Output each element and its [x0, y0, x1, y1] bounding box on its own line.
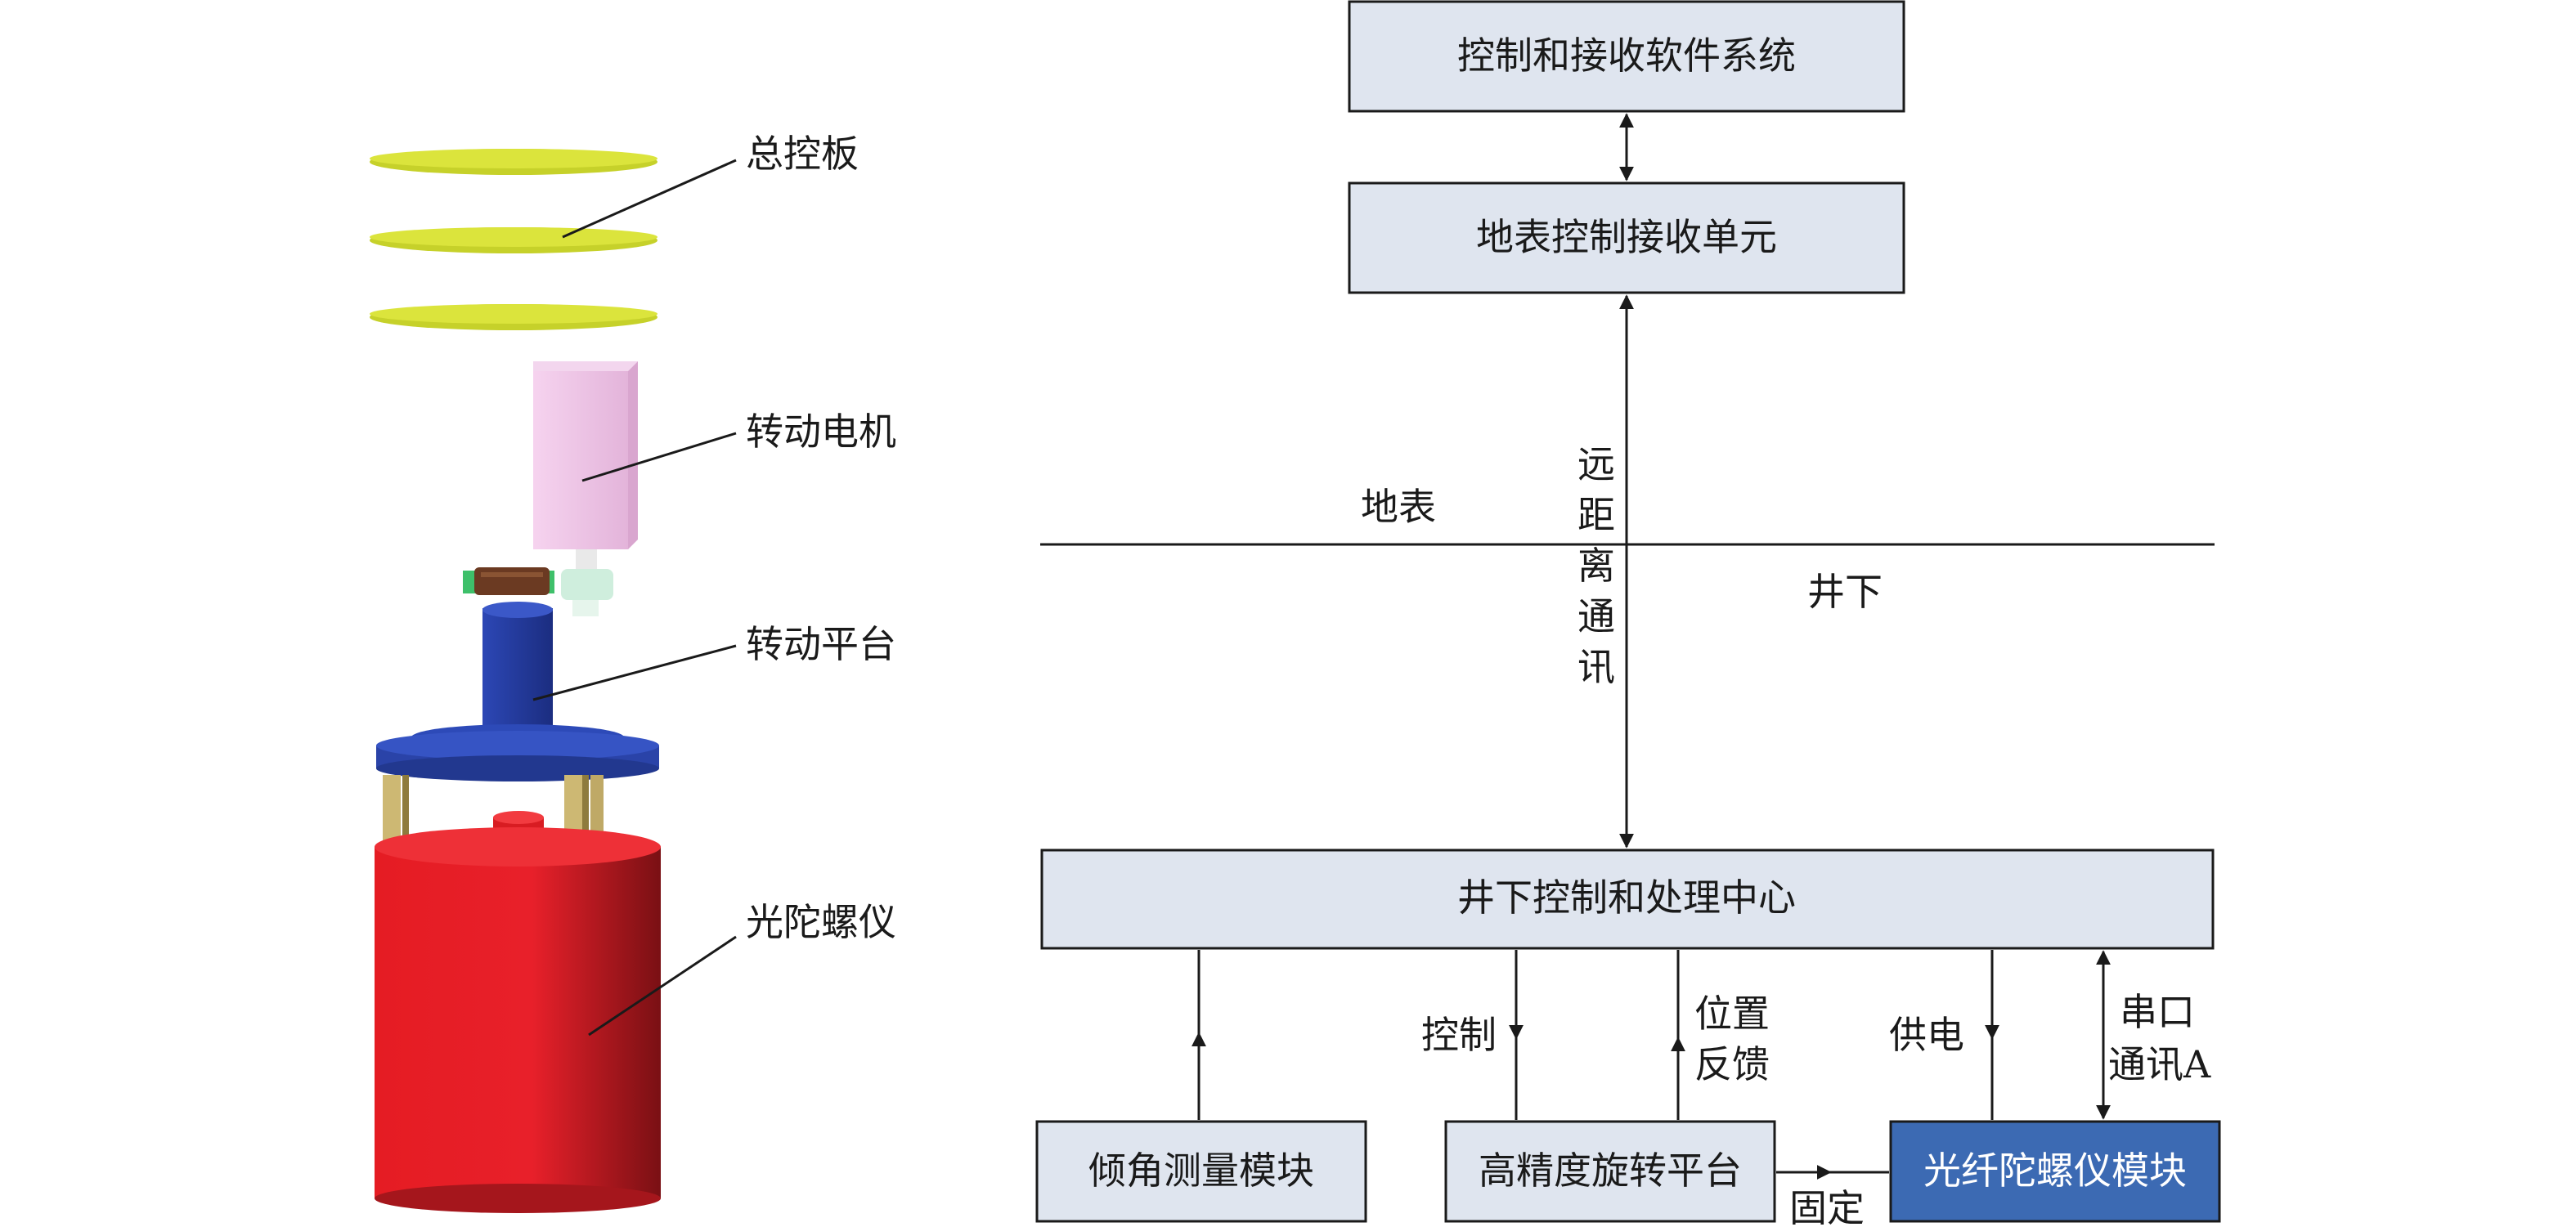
fixed-label: 固定: [1789, 1186, 1865, 1227]
coupling-gear: [463, 549, 613, 616]
connection-arrows: [1192, 113, 2111, 1180]
downhole-center-box: 井下控制和处理中心: [1040, 849, 2215, 950]
gyro-label: 光陀螺仪: [746, 900, 896, 944]
remote-char-2: 距: [1577, 493, 1615, 537]
tilt-module-box: 倾角测量模块: [1035, 1120, 1367, 1223]
gyro-assembly-illustration: 总控板 转动电机 转动平台 光陀螺仪: [370, 132, 896, 1213]
serial-comm-a-label: 通讯A: [2108, 1042, 2211, 1086]
remote-char-5: 讯: [1577, 645, 1615, 689]
rotary-platform-box: 高精度旋转平台: [1444, 1120, 1776, 1223]
rotary-platform-label: 高精度旋转平台: [1479, 1149, 1742, 1193]
surface-label: 地表: [1361, 485, 1436, 529]
leader-lines: [532, 159, 737, 1037]
platform-label: 转动平台: [746, 622, 896, 666]
rotating-platform: [376, 602, 659, 781]
remote-char-1: 远: [1577, 442, 1615, 486]
main-board-discs: [370, 149, 657, 330]
main-board-label: 总控板: [746, 132, 859, 176]
remote-char-4: 通: [1577, 594, 1615, 638]
position-label: 位置: [1694, 992, 1770, 1036]
remote-communication-text: 远 距 离 通 讯: [1577, 442, 1615, 689]
feedback-label: 反馈: [1694, 1042, 1770, 1086]
serial-port-label: 串口: [2120, 990, 2195, 1034]
surface-control-unit-label: 地表控制接收单元: [1476, 215, 1777, 259]
motor-label: 转动电机: [746, 410, 896, 454]
downhole-center-label: 井下控制和处理中心: [1457, 875, 1796, 920]
control-label: 控制: [1421, 1013, 1497, 1057]
surface-control-unit-box: 地表控制接收单元: [1348, 181, 1905, 294]
power-label: 供电: [1889, 1013, 1964, 1057]
optical-gyroscope-body: [375, 811, 661, 1213]
tilt-module-label: 倾角测量模块: [1088, 1149, 1314, 1193]
remote-char-3: 离: [1577, 544, 1615, 588]
software-system-label: 控制和接收软件系统: [1457, 34, 1796, 78]
block-diagram: 控制和接收软件系统 地表控制接收单元 井下控制和处理中心 倾角测量模块 高精度旋…: [1035, 0, 2221, 1227]
software-system-box: 控制和接收软件系统: [1348, 0, 1905, 113]
downhole-label: 井下: [1807, 570, 1883, 614]
motor-block: [533, 361, 638, 549]
fog-module-label: 光纤陀螺仪模块: [1923, 1149, 2187, 1193]
fog-module-box: 光纤陀螺仪模块: [1889, 1120, 2221, 1223]
